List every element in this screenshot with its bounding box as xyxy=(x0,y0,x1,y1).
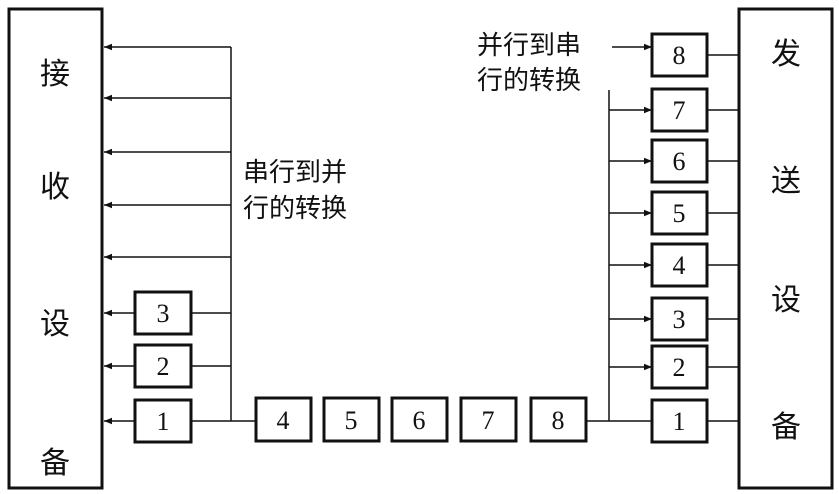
receiver-device-box xyxy=(7,7,104,490)
sender-bit-1: 1 xyxy=(650,398,709,444)
svg-text:6: 6 xyxy=(413,406,426,435)
parallel-to-serial-note-line-2: 行的转换 xyxy=(477,66,581,96)
receiver-char-4: 备 xyxy=(40,446,70,481)
sender-bit-6: 6 xyxy=(650,138,709,184)
sender-char-1: 发 xyxy=(771,37,801,72)
line-bit-7: 7 xyxy=(459,396,518,443)
receiver-bit-2: 2 xyxy=(133,343,193,389)
sender-char-4: 备 xyxy=(771,410,801,445)
svg-text:8: 8 xyxy=(552,406,565,435)
svg-text:7: 7 xyxy=(482,406,495,435)
svg-text:6: 6 xyxy=(673,147,686,176)
sender-bit-2: 2 xyxy=(650,344,709,390)
svg-text:1: 1 xyxy=(673,407,686,436)
sender-device-box xyxy=(737,7,834,490)
svg-text:2: 2 xyxy=(673,353,686,382)
sender-bit-7: 7 xyxy=(650,87,709,133)
svg-text:5: 5 xyxy=(673,199,686,228)
svg-text:7: 7 xyxy=(673,96,686,125)
svg-text:2: 2 xyxy=(157,352,170,381)
line-bit-4: 4 xyxy=(254,396,313,443)
svg-text:3: 3 xyxy=(673,305,686,334)
sender-bit-3: 3 xyxy=(650,296,709,342)
receiver-bit-3: 3 xyxy=(133,290,193,336)
line-bit-5: 5 xyxy=(322,396,381,443)
sender-char-2: 送 xyxy=(771,164,801,199)
line-bit-6: 6 xyxy=(390,396,449,443)
svg-text:5: 5 xyxy=(345,406,358,435)
svg-text:4: 4 xyxy=(277,406,290,435)
sender-bus xyxy=(608,43,739,422)
receiver-bus xyxy=(104,43,232,425)
receiver-char-3: 设 xyxy=(40,307,70,342)
serial-to-parallel-note-line-1: 串行到并 xyxy=(243,158,347,188)
svg-text:1: 1 xyxy=(157,407,170,436)
receiver-char-1: 接 xyxy=(40,57,70,92)
sender-char-3: 设 xyxy=(771,283,801,318)
parallel-to-serial-note-line-1: 并行到串 xyxy=(477,31,581,61)
sender-bit-4: 4 xyxy=(650,242,709,288)
sender-bit-5: 5 xyxy=(650,190,709,236)
svg-text:8: 8 xyxy=(673,41,686,70)
svg-text:3: 3 xyxy=(157,299,170,328)
receiver-bit-1: 1 xyxy=(133,398,193,444)
sender-bit-8: 8 xyxy=(650,32,709,78)
receiver-char-2: 收 xyxy=(40,170,70,205)
serial-to-parallel-note-line-2: 行的转换 xyxy=(243,194,347,224)
line-bit-8: 8 xyxy=(529,396,588,443)
svg-text:4: 4 xyxy=(673,251,686,280)
